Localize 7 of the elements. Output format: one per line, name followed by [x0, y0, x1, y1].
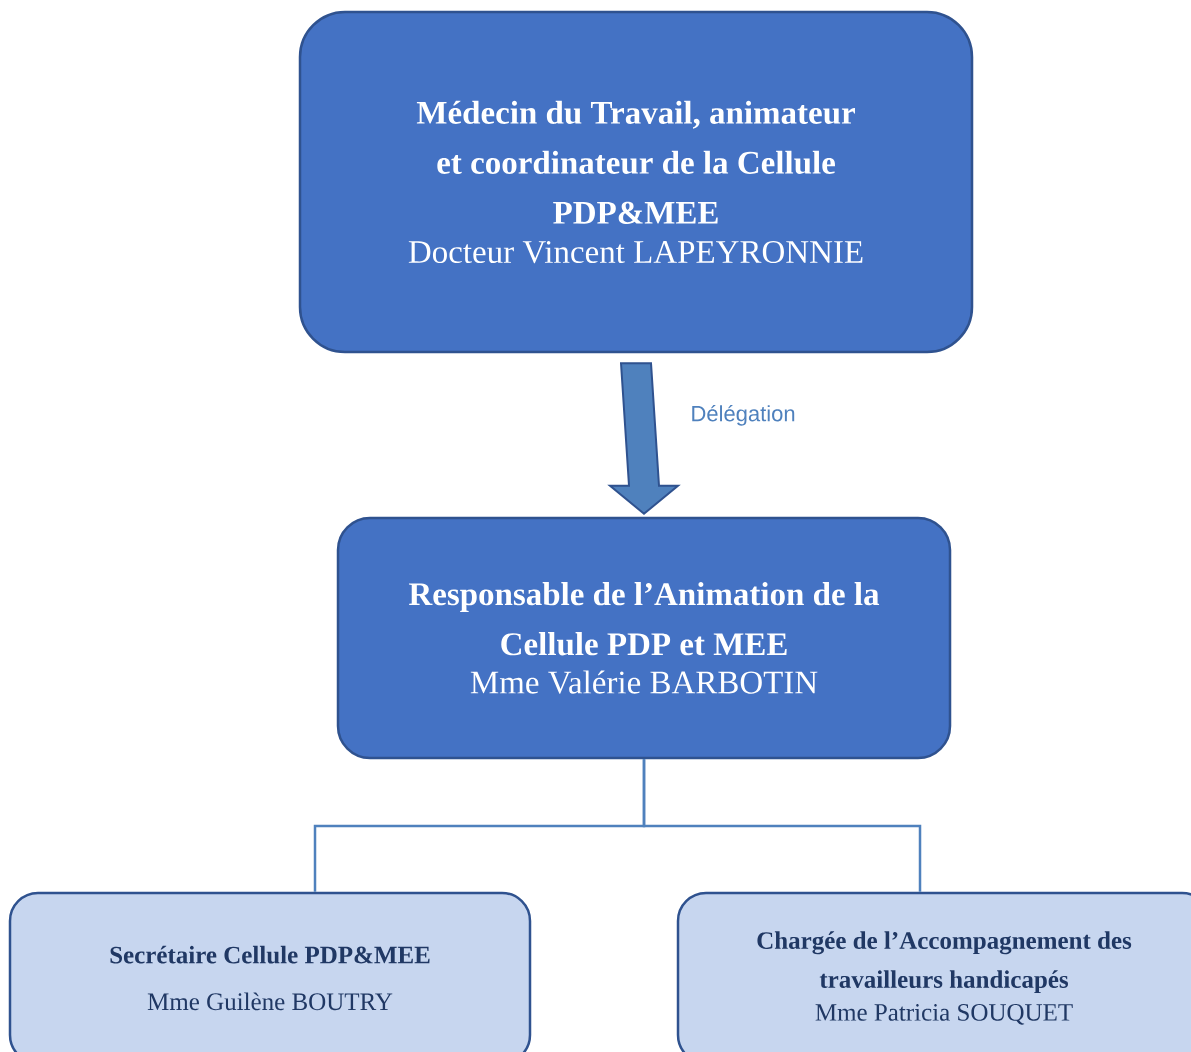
connector-line	[642, 759, 922, 892]
org-box: Responsable de l’Animation de la Cellule PDP et MEE Mme Valérie BARBOTIN	[336, 516, 952, 760]
edge-label: Délégation	[692, 405, 795, 426]
org-box: Secrétaire Cellule PDP&MEE Mme Guilène BOUTRY	[8, 891, 532, 1052]
org-box: Chargée de l’Accompagnement des travailleurs handicapés Mme Patricia SOUQUET	[676, 891, 1191, 1052]
block-arrow	[607, 362, 681, 516]
org-box: Médecin du Travail, animateur et coordinateur de la Cellule PDP&MEE Docteur Vincent LAPEYRONNIE	[298, 10, 974, 354]
